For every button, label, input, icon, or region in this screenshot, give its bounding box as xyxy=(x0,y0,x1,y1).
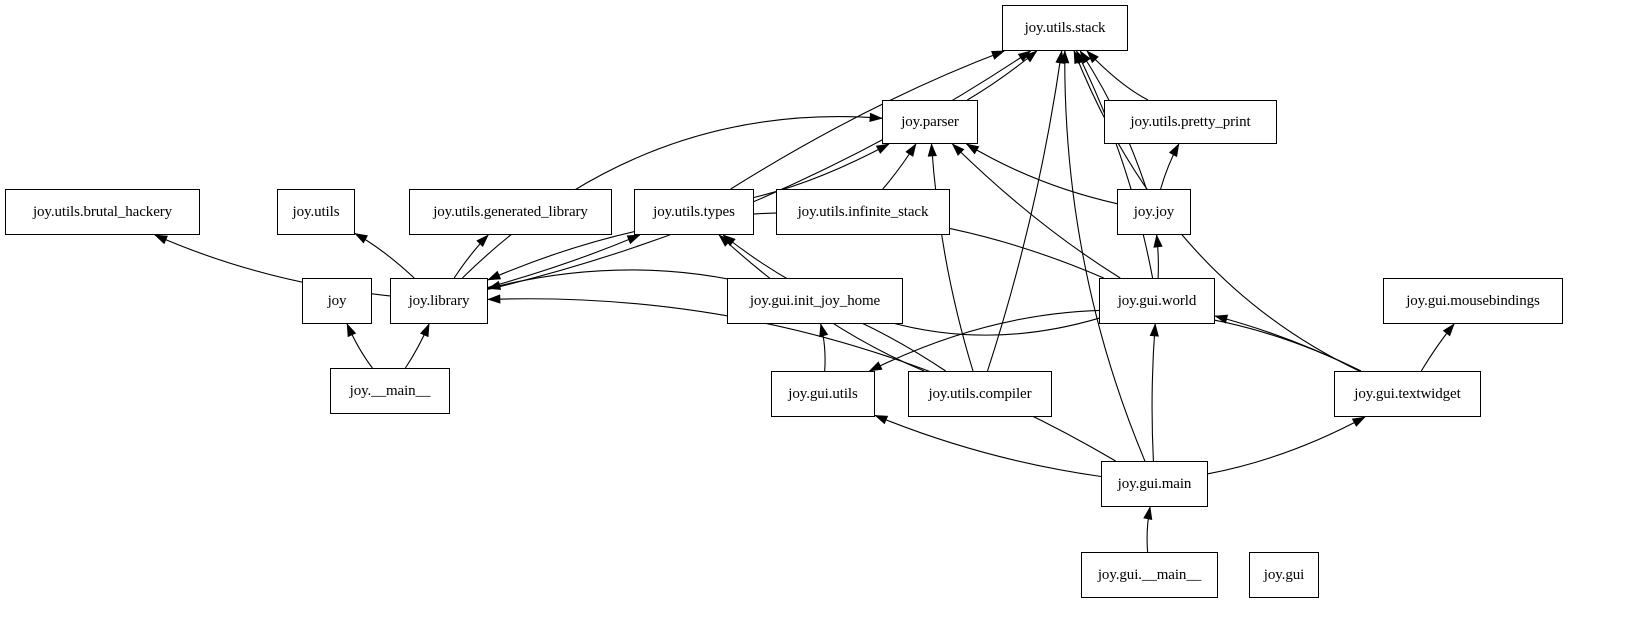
graph-node-label: joy.utils.brutal_hackery xyxy=(32,203,173,220)
graph-edge-arrowhead xyxy=(874,415,889,425)
graph-edge-joy-library-to-joy-utils-stack xyxy=(487,50,1031,290)
graph-edge-arrowhead xyxy=(487,270,502,281)
graph-node-joy-parser[interactable]: joy.parser xyxy=(882,100,978,144)
graph-edge-arrowhead xyxy=(487,294,501,304)
graph-edge-arrowhead xyxy=(1153,234,1163,248)
graph-edge-arrowhead xyxy=(868,361,883,372)
graph-edge-arrowhead xyxy=(346,323,357,338)
graph-node-joy-main[interactable]: joy.__main__ xyxy=(330,368,450,414)
graph-edge-joy-joy-to-joy-parser xyxy=(966,143,1118,205)
graph-edge-joy-gui-textwidget-to-joy-gui-world xyxy=(1214,315,1362,372)
graph-edge-arrowhead xyxy=(927,143,937,157)
graph-edge-arrowhead xyxy=(1149,323,1159,337)
graph-node-label: joy.gui.init_joy_home xyxy=(749,292,881,309)
graph-edge-arrowhead xyxy=(819,323,829,338)
graph-edge-arrowhead xyxy=(1442,323,1455,337)
graph-node-label: joy.gui.world xyxy=(1117,292,1197,309)
graph-node-joy-utils-infinite-stack[interactable]: joy.utils.infinite_stack xyxy=(776,189,950,235)
graph-edge-arrowhead xyxy=(419,323,430,338)
graph-edge-joy-utils-compiler-to-joy-library xyxy=(487,269,947,372)
graph-node-label: joy.utils xyxy=(292,203,340,220)
graph-edge-joy-gui-main-to-joy-utils-stack xyxy=(1064,50,1146,462)
graph-edge-joy-gui-world-to-joy-utils-stack xyxy=(1076,50,1154,279)
graph-edge-joy-utils-types-to-joy-utils-stack xyxy=(730,50,1005,190)
graph-node-joy-library[interactable]: joy.library xyxy=(390,278,488,324)
graph-edge-arrowhead xyxy=(154,234,168,245)
graph-edge-arrowhead xyxy=(1073,50,1084,65)
graph-edge-arrowhead xyxy=(1214,314,1229,324)
graph-node-joy-utils[interactable]: joy.utils xyxy=(277,189,355,235)
graph-node-joy-gui-world[interactable]: joy.gui.world xyxy=(1099,278,1215,324)
graph-node-label: joy.parser xyxy=(901,113,959,130)
graph-edge-arrowhead xyxy=(869,112,883,123)
graph-edge-arrowhead xyxy=(476,234,489,248)
graph-node-joy-gui-mousebindings[interactable]: joy.gui.mousebindings xyxy=(1383,278,1563,324)
graph-edge-joy-gui-world-to-joy-parser xyxy=(952,143,1121,279)
graph-node-joy-utils-pretty-print[interactable]: joy.utils.pretty_print xyxy=(1104,100,1277,144)
graph-edge-arrowhead xyxy=(951,143,965,156)
graph-node-label: joy.gui.textwidget xyxy=(1354,385,1461,402)
graph-node-joy-gui-main[interactable]: joy.gui.main xyxy=(1101,461,1208,507)
graph-edge-arrowhead xyxy=(1086,50,1099,64)
graph-edge-joy-utils-types-to-joy-parser xyxy=(753,143,890,199)
graph-edge-arrowhead xyxy=(1143,506,1153,520)
graph-edge-arrowhead xyxy=(1351,416,1366,427)
graph-node-label: joy xyxy=(327,292,347,309)
graph-edge-arrowhead xyxy=(718,234,732,247)
graph-node-label: joy.utils.stack xyxy=(1024,19,1106,36)
graph-node-joy-utils-stack[interactable]: joy.utils.stack xyxy=(1002,5,1128,51)
graph-edge-arrowhead xyxy=(965,143,980,155)
graph-edge-joy-gui-world-to-joy-utils-types xyxy=(722,234,1100,336)
graph-edge-arrowhead xyxy=(487,280,502,290)
graph-node-joy-joy[interactable]: joy.joy xyxy=(1117,189,1191,235)
graph-node-label: joy.utils.types xyxy=(653,203,735,220)
graph-edge-arrowhead xyxy=(626,234,641,245)
graph-node-label: joy.gui.main xyxy=(1117,475,1192,492)
graph-node-joy-utils-types[interactable]: joy.utils.types xyxy=(634,189,754,235)
graph-node-joy-gui-textwidget[interactable]: joy.gui.textwidget xyxy=(1334,371,1481,417)
graph-node-joy[interactable]: joy xyxy=(302,278,372,324)
graph-edge-joy-gui-textwidget-to-joy-utils-stack xyxy=(1073,50,1360,372)
graph-edge-joy-utils-compiler-to-joy-parser xyxy=(930,143,974,372)
graph-node-label: joy.utils.pretty_print xyxy=(1130,113,1251,130)
graph-node-label: joy.utils.infinite_stack xyxy=(797,203,929,220)
graph-edge-arrowhead xyxy=(1060,50,1070,64)
graph-node-label: joy.gui.mousebindings xyxy=(1406,292,1540,309)
graph-edge-arrowhead xyxy=(991,50,1006,60)
graph-node-label: joy.joy xyxy=(1133,203,1175,220)
graph-edge-arrowhead xyxy=(875,143,890,154)
graph-node-label: joy.gui.utils xyxy=(788,385,858,402)
graph-edge-arrowhead xyxy=(1024,50,1038,63)
graph-node-joy-gui[interactable]: joy.gui xyxy=(1249,552,1319,598)
graph-edge-joy-gui-main-to-joy-gui-textwidget xyxy=(1207,416,1366,475)
graph-edge-joy-gui-main-to-joy-gui-utils xyxy=(874,414,1102,478)
graph-edge-joy-utils-compiler-to-joy-utils-stack xyxy=(986,50,1063,372)
graph-edge-arrowhead xyxy=(354,233,368,244)
graph-edge-joy-library-to-joy-utils-types xyxy=(487,234,640,288)
graph-node-joy-utils-compiler[interactable]: joy.utils.compiler xyxy=(908,371,1052,417)
graph-edge-joy-gui-main-to-joy-gui-world xyxy=(1151,323,1156,462)
graph-edge-arrowhead xyxy=(905,143,917,157)
graph-node-joy-utils-generated-library[interactable]: joy.utils.generated_library xyxy=(409,189,612,235)
graph-node-label: joy.gui xyxy=(1263,566,1305,583)
graph-node-label: joy.library xyxy=(408,292,470,309)
graph-node-label: joy.utils.compiler xyxy=(928,385,1032,402)
graph-node-label: joy.utils.generated_library xyxy=(433,203,588,220)
graph-node-joy-gui-init-joy-home[interactable]: joy.gui.init_joy_home xyxy=(727,278,903,324)
graph-node-label: joy.__main__ xyxy=(349,382,431,399)
graph-edge-arrowhead xyxy=(1168,143,1180,158)
graph-node-joy-gui-utils[interactable]: joy.gui.utils xyxy=(771,371,875,417)
graph-node-joy-gui-main[interactable]: joy.gui.__main__ xyxy=(1081,552,1218,598)
graph-edge-joy-parser-to-joy-utils-stack xyxy=(967,50,1038,101)
graph-node-joy-utils-brutal-hackery[interactable]: joy.utils.brutal_hackery xyxy=(5,189,200,235)
graph-node-label: joy.gui.__main__ xyxy=(1097,566,1202,583)
